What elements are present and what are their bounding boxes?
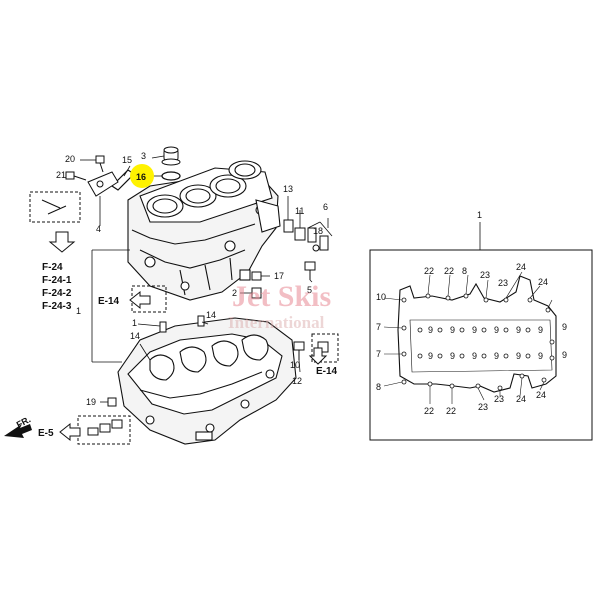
gasket-callouts: 22 22 8 23 23 24 24 10 7 7 8 9 9 9 9 9 9 9 9 9 9 9 9 9 9 22 22 23 23…: [376, 262, 567, 416]
gasket-callout-bottom-5: 24: [536, 390, 546, 400]
callout-16: 16: [136, 172, 146, 182]
callout-1-block: 1: [76, 306, 81, 316]
callout-11: 11: [295, 206, 304, 216]
gasket-callout-top-0: 22: [424, 266, 434, 276]
bolt-part-19: [107, 397, 117, 407]
bolt-part-20: [95, 155, 105, 173]
ref-e14-left: E-14: [98, 296, 120, 307]
dowel-part-1: [159, 321, 167, 333]
callout-15: 15: [122, 155, 132, 165]
callout-4: 4: [96, 224, 101, 234]
gasket-callout-top-6: 24: [538, 277, 548, 287]
bracket-part-4: [87, 171, 119, 197]
callout-3: 3: [141, 151, 146, 161]
callout-13: 13: [283, 184, 293, 194]
callout-10-small: 10: [290, 360, 300, 370]
gasket-callout-nines_top-1: 9: [450, 325, 455, 335]
callout-14-lower: 14: [130, 331, 140, 341]
gasket-callout-bottom-1: 22: [446, 406, 456, 416]
gasket-callout-top-3: 23: [480, 270, 490, 280]
ref-f24-3: F-24-3: [42, 301, 72, 312]
gasket-callout-nines_top-3: 9: [494, 325, 499, 335]
callout-6: 6: [323, 202, 328, 212]
gasket-callout-nines_top-2: 9: [472, 325, 477, 335]
cylinder-block: [127, 160, 281, 301]
gasket-callout-nines_bottom-4: 9: [516, 351, 521, 361]
gasket-callout-bottom-0: 22: [424, 406, 434, 416]
lower-crankcase: [117, 317, 297, 445]
gasket-panel: [369, 222, 593, 441]
bolt-part-21: [65, 171, 87, 181]
ref-f24-1: F-24-1: [42, 275, 72, 286]
gasket-callout-nines_top-0: 9: [428, 325, 433, 335]
callout-18: 18: [313, 226, 323, 236]
gasket-callout-left-3: 8: [376, 382, 381, 392]
gasket-callout-nines_top-4: 9: [516, 325, 521, 335]
gasket-callout-bottom-3: 23: [494, 394, 504, 404]
reference-codes: F-24 F-24-1 F-24-2 F-24-3 E-14 E-14 E-5 …: [15, 262, 338, 439]
watermark-line2: International: [228, 313, 325, 332]
gasket-callout-nines_bottom-1: 9: [450, 351, 455, 361]
gasket-callout-top-2: 8: [462, 266, 467, 276]
gasket-callout-right-0: 9: [562, 322, 567, 332]
gasket-callout-nines_top-5: 9: [538, 325, 543, 335]
gasket-callout-nines_bottom-5: 9: [538, 351, 543, 361]
gasket-callout-bottom-4: 24: [516, 394, 526, 404]
ref-f24-2: F-24-2: [42, 288, 72, 299]
callout-1-dowel: 1: [132, 318, 137, 328]
callout-21: 21: [56, 170, 66, 180]
watermark-line1: Jet Skis: [232, 280, 331, 313]
gasket-callout-left-2: 7: [376, 349, 381, 359]
front-arrow: [4, 424, 32, 438]
callout-5: 5: [307, 285, 312, 295]
sensor-part-13: [283, 219, 306, 241]
gasket-callout-left-0: 10: [376, 292, 386, 302]
hardware-box-right: [311, 333, 339, 363]
callout-1-gasket: 1: [477, 210, 482, 220]
bolt-part-5: [304, 261, 316, 280]
hardware-box-left: [29, 191, 81, 223]
ref-arrows: [48, 231, 328, 442]
oil-jet-part-12: [293, 341, 329, 360]
gasket-callout-left-1: 7: [376, 322, 381, 332]
o-ring-part-16: [161, 171, 181, 181]
ref-f24: F-24: [42, 262, 63, 273]
plug-part-17: [251, 271, 262, 281]
ref-e5: E-5: [38, 428, 54, 439]
plug-part-3: [161, 146, 181, 166]
gasket-callout-nines_bottom-2: 9: [472, 351, 477, 361]
ref-e14-right: E-14: [316, 366, 338, 377]
callout-20: 20: [65, 154, 75, 164]
callout-17: 17: [274, 271, 284, 281]
callout-14: 14: [206, 310, 216, 320]
dowel-part-14: [197, 315, 205, 327]
drain-parts: [87, 419, 123, 436]
watermark: Jet Skis International: [228, 280, 331, 332]
sensor-part-6: [307, 227, 329, 252]
callout-19: 19: [86, 397, 96, 407]
gasket-callout-bottom-2: 23: [478, 402, 488, 412]
gasket-callout-top-5: 24: [516, 262, 526, 272]
callout-labels: 20 21 15 3 4 13 11 6 18 5 17 2 14 1 1 14…: [56, 151, 482, 407]
highlight-16: 16: [130, 164, 154, 188]
callout-2: 2: [232, 288, 237, 298]
gasket-callout-nines_bottom-3: 9: [494, 351, 499, 361]
gasket-callout-top-4: 23: [498, 278, 508, 288]
gasket-callout-right-1: 9: [562, 350, 567, 360]
gasket-callout-nines_bottom-0: 9: [428, 351, 433, 361]
callout-12: 12: [292, 376, 302, 386]
gasket-callout-top-1: 22: [444, 266, 454, 276]
